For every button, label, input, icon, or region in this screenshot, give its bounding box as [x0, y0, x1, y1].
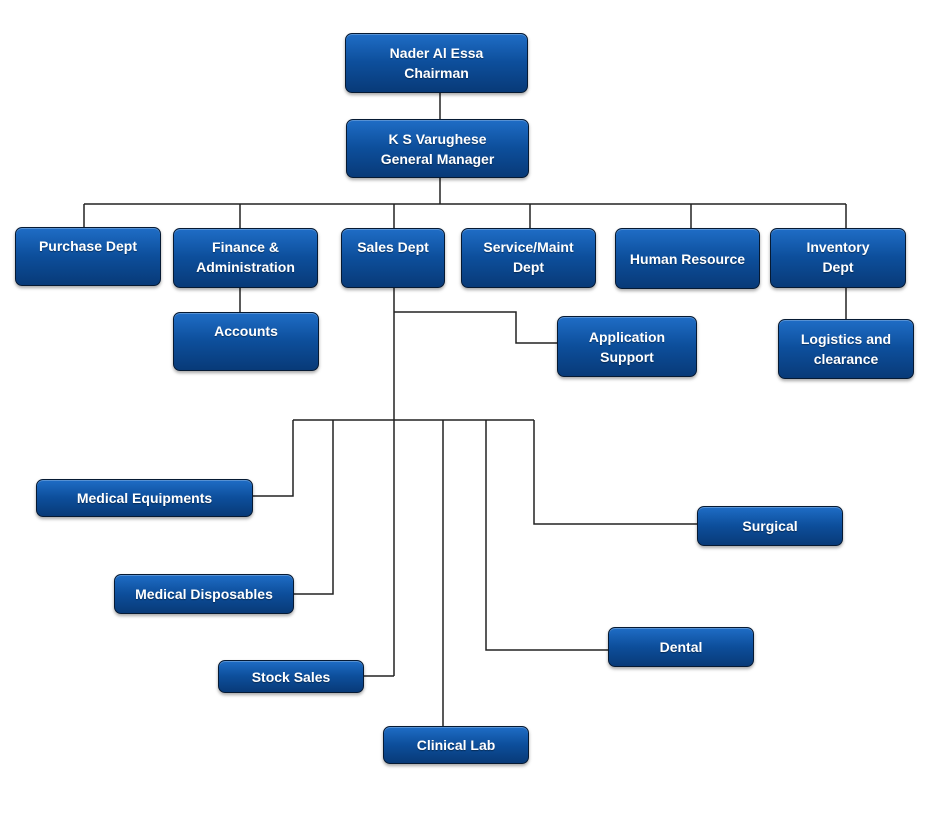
node-purchase-dept: Purchase Dept — [15, 227, 161, 286]
finance-label-1: Finance & — [212, 239, 279, 255]
connector-med-disp — [294, 420, 334, 595]
node-sales-dept: Sales Dept — [341, 228, 445, 288]
dental-label: Dental — [659, 639, 703, 655]
node-service-maint-dept: Service/Maint Dept — [461, 228, 596, 288]
gm-name: K S Varughese — [388, 130, 487, 147]
connector-app-support — [394, 311, 557, 344]
node-logistics-clearance: Logistics and clearance — [778, 319, 914, 379]
node-accounts: Accounts — [173, 312, 319, 371]
hr-label: Human Resource — [629, 250, 746, 267]
connector-surgical — [533, 420, 697, 525]
node-surgical: Surgical — [697, 506, 843, 546]
node-finance-administration: Finance & Administration — [173, 228, 318, 288]
inventory-label-2: Dept — [822, 259, 854, 275]
surgical-label: Surgical — [742, 518, 798, 534]
node-application-support: Application Support — [557, 316, 697, 377]
node-medical-disposables: Medical Disposables — [114, 574, 294, 614]
chairman-title: Chairman — [404, 65, 469, 81]
gm-title: General Manager — [380, 150, 495, 167]
connector-dental — [485, 420, 608, 651]
logistics-label-2: clearance — [813, 351, 879, 367]
node-inventory-dept: Inventory Dept — [770, 228, 906, 288]
node-chairman: Nader Al Essa Chairman — [345, 33, 528, 93]
node-medical-equipments: Medical Equipments — [36, 479, 253, 517]
node-general-manager: K S Varughese General Manager — [346, 119, 529, 178]
clinical-lab-label: Clinical Lab — [416, 737, 496, 753]
med-equip-label: Medical Equipments — [76, 490, 213, 506]
service-label-1: Service/Maint — [483, 239, 574, 255]
app-support-label-2: Support — [600, 348, 654, 365]
connector-med-equip — [252, 420, 294, 497]
node-stock-sales: Stock Sales — [218, 660, 364, 693]
chairman-name: Nader Al Essa — [389, 45, 484, 61]
service-label-2: Dept — [512, 259, 545, 275]
finance-label-2: Administration — [196, 259, 295, 275]
inventory-label-1: Inventory — [806, 239, 870, 255]
purchase-label: Purchase Dept — [38, 238, 138, 254]
node-human-resource: Human Resource — [615, 228, 760, 289]
logistics-label-1: Logistics and — [800, 331, 892, 347]
node-clinical-lab: Clinical Lab — [383, 726, 529, 764]
accounts-label: Accounts — [214, 323, 278, 339]
sales-label: Sales Dept — [357, 239, 429, 255]
med-disp-label: Medical Disposables — [135, 586, 273, 602]
app-support-label-1: Application — [588, 328, 666, 345]
node-dental: Dental — [608, 627, 754, 667]
stock-sales-label: Stock Sales — [251, 668, 331, 685]
